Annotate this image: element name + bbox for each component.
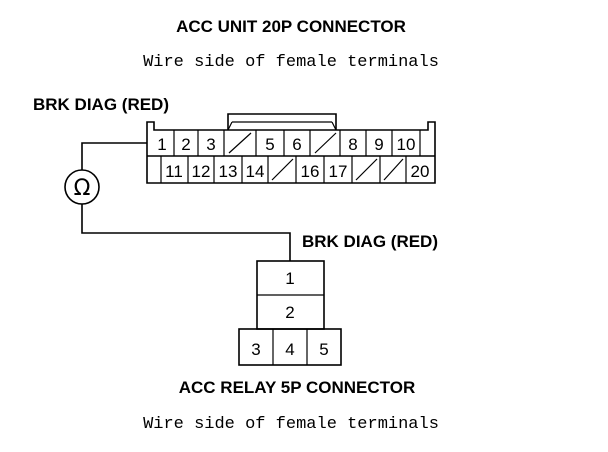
ohm-symbol-icon: Ω (74, 176, 91, 201)
terminal-number: 5 (265, 135, 274, 154)
acc-relay-5p-connector: 1 2 3 4 5 (238, 260, 342, 366)
terminal-number: 1 (285, 269, 294, 288)
blank-cavity-slash (314, 132, 337, 154)
terminal-number: 2 (285, 303, 294, 322)
terminal-number: 1 (157, 135, 166, 154)
terminal-number: 6 (292, 135, 301, 154)
terminal-number: 9 (374, 135, 383, 154)
terminal-number: 14 (246, 162, 265, 181)
acc-unit-connector-title: ACC UNIT 20P CONNECTOR (176, 17, 406, 36)
connector-lock-tab-bevel (227, 121, 337, 131)
connector-body (146, 121, 436, 184)
terminal-number: 12 (192, 162, 211, 181)
terminal-number: 3 (251, 340, 260, 359)
probe-lead-to-terminal-1 (81, 142, 147, 170)
relay-lower-block (238, 328, 342, 366)
terminal-number: 5 (319, 340, 328, 359)
acc-relay-connector-subtitle: Wire side of female terminals (143, 415, 439, 434)
connector-lock-tab (227, 113, 337, 130)
terminal-number: 10 (397, 135, 416, 154)
terminal-number: 20 (411, 162, 430, 181)
terminal-number: 17 (329, 162, 348, 181)
terminal-number: 4 (285, 340, 294, 359)
terminal-number: 11 (165, 162, 183, 181)
acc-relay-connector-title: ACC RELAY 5P CONNECTOR (179, 378, 415, 397)
acc-unit-probe-label: BRK DIAG (RED) (33, 95, 169, 114)
blank-cavity-slash (383, 158, 404, 181)
bottom-row-dividers (160, 156, 407, 183)
terminal-number: 2 (181, 135, 190, 154)
acc-unit-20p-connector: 1 2 3 5 6 8 9 10 11 12 13 14 16 17 20 (146, 113, 436, 184)
terminal-number: 3 (206, 135, 215, 154)
terminal-number: 16 (301, 162, 320, 181)
blank-cavity-slash (271, 158, 294, 181)
probe-lead-to-relay-terminal-1 (81, 204, 291, 261)
top-row-dividers (173, 130, 421, 156)
acc-relay-probe-label: BRK DIAG (RED) (302, 232, 438, 251)
blank-cavity-slash (355, 158, 378, 181)
blank-cavity-slash (228, 132, 252, 154)
terminal-number: 8 (348, 135, 357, 154)
terminal-number: 13 (219, 162, 238, 181)
acc-unit-connector-subtitle: Wire side of female terminals (143, 53, 439, 72)
ohmmeter-wiring: Ω (64, 142, 291, 261)
